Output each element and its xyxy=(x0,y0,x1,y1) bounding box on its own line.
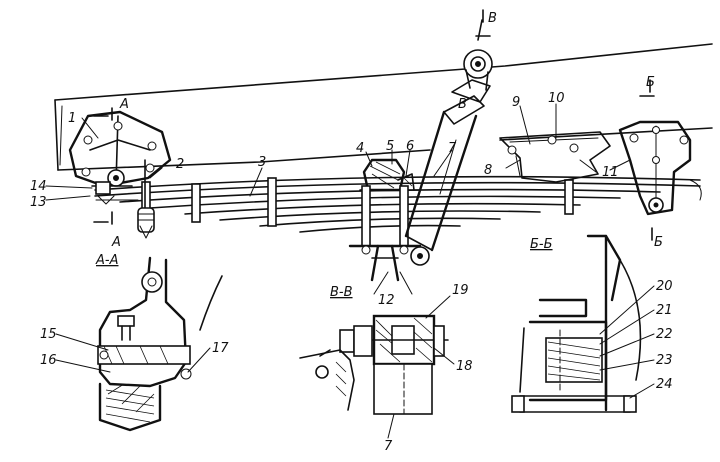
section-marker-b-top: Б xyxy=(646,75,655,90)
callout-1: 1 xyxy=(68,111,76,126)
callout-22: 22 xyxy=(656,327,673,342)
section-marker-a-bottom: А xyxy=(111,235,121,250)
section-title-aa: А-А xyxy=(95,253,118,268)
section-markers-main xyxy=(93,9,655,241)
callout-24: 24 xyxy=(656,377,673,392)
front-shackle xyxy=(137,159,155,239)
shock-absorber xyxy=(404,19,493,266)
section-aa-view xyxy=(97,256,223,432)
section-bb-view xyxy=(511,234,642,413)
callout-7-bottom: 7 xyxy=(384,439,393,454)
callout-4: 4 xyxy=(356,141,364,156)
middle-bracket xyxy=(499,131,611,183)
vehicle-frame xyxy=(54,43,713,171)
callout-2: 2 xyxy=(176,157,184,172)
section-leader-lines xyxy=(55,285,655,439)
callout-12: 12 xyxy=(378,293,395,308)
callout-23: 23 xyxy=(656,353,673,368)
leader-lines xyxy=(45,103,631,295)
callout-9: 9 xyxy=(512,95,520,110)
callout-8: 8 xyxy=(484,163,492,178)
callout-11: 11 xyxy=(602,165,619,180)
callout-17: 17 xyxy=(212,341,229,356)
section-title-vv: В-В xyxy=(330,285,353,300)
rear-bracket xyxy=(618,120,692,216)
leaf-spring-pack xyxy=(94,175,702,233)
section-vv-view xyxy=(299,314,449,415)
section-title-bb: Б-Б xyxy=(530,237,553,252)
callout-6: 6 xyxy=(406,139,414,154)
section-marker-v-top: В xyxy=(488,11,497,26)
section-marker-v-mid: В xyxy=(458,97,467,112)
callout-10: 10 xyxy=(548,91,565,106)
section-marker-a-top: А xyxy=(119,97,129,112)
callout-18: 18 xyxy=(456,359,473,374)
spring-clips xyxy=(141,177,574,227)
section-marker-b-bottom: Б xyxy=(654,235,663,250)
callout-21: 21 xyxy=(656,303,673,318)
callout-16: 16 xyxy=(40,353,57,368)
axle-buffer-assembly xyxy=(348,158,422,282)
callout-3: 3 xyxy=(258,155,266,170)
callout-15: 15 xyxy=(40,327,57,342)
front-bracket xyxy=(68,110,172,205)
callout-13: 13 xyxy=(30,195,47,210)
callout-5: 5 xyxy=(386,139,394,154)
callout-20: 20 xyxy=(656,279,673,294)
callout-19: 19 xyxy=(452,283,469,298)
callout-7-top: 7 xyxy=(448,141,457,156)
callout-14: 14 xyxy=(30,179,47,194)
